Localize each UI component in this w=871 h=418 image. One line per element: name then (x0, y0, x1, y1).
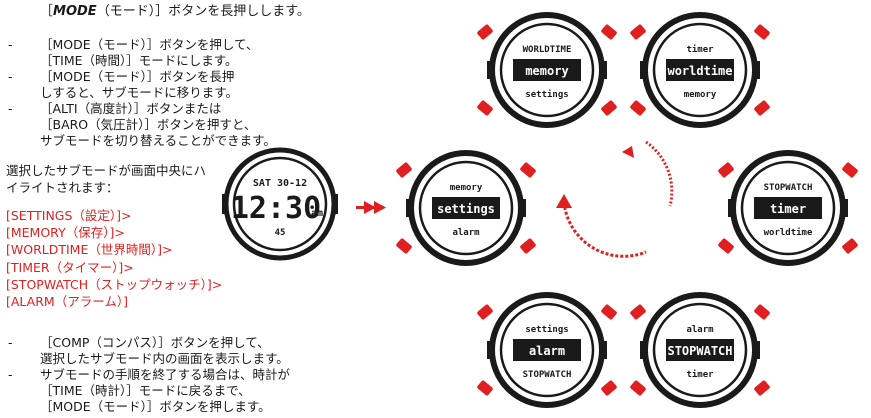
watch-button (601, 304, 617, 320)
watch-button (520, 238, 536, 254)
watch-button (601, 24, 617, 40)
watch-top-label: alarm (686, 325, 714, 335)
list-item: ［MODE（モード）］ボタンを押して、 ［TIME（時間）］モードにします。 (8, 37, 276, 69)
watch-settings: memory settings alarm (396, 150, 536, 266)
watch-selected-label: STOPWATCH (667, 344, 732, 358)
step-list-1: ［MODE（モード）］ボタンを押して、 ［TIME（時間）］モードにします。 ［… (8, 37, 276, 149)
watch-timer: STOPWATCH timer worldtime (718, 150, 858, 266)
watch-top-label: WORLDTIME (523, 45, 572, 55)
watch-button (396, 162, 412, 178)
highlight-bar (666, 59, 734, 81)
watch-selected-label: worldtime (667, 64, 732, 78)
cycle-arrow-lower (562, 201, 647, 258)
watch-selected-label: alarm (529, 344, 565, 358)
watch-selected-label: memory (525, 64, 568, 78)
intro-text: 選択したサブモードが画面中央にハイライトされます： (6, 163, 207, 195)
transition-arrow (356, 201, 386, 214)
submode-item: [SETTINGS（設定）]> (6, 208, 132, 223)
watch-bottom-label: timer (686, 369, 714, 380)
watch-top-label: memory (450, 183, 483, 193)
time-date-text: SAT 30-12 (253, 178, 307, 189)
submode-item: [ALARM（アラーム）] (6, 294, 128, 310)
watch-button (601, 100, 617, 116)
watch-button (520, 162, 536, 178)
time-seconds-text: 45 (275, 228, 286, 238)
highlight-bar (513, 339, 581, 361)
bracket-open: ［ (40, 4, 54, 19)
highlight-bar (513, 59, 581, 81)
watch-button (630, 304, 646, 320)
cycle-arrow-upper (645, 140, 674, 207)
watch-selected-label: settings (437, 202, 495, 216)
submode-item: [TIMER（タイマー）]> (6, 259, 134, 275)
watch-button (630, 380, 646, 396)
submode-item: [STOPWATCH（ストップウォッチ）]> (6, 276, 223, 292)
time-ampm-text: am (311, 208, 323, 219)
watch-bottom-label: memory (684, 90, 717, 100)
watch-memory: WORLDTIME memory settings (477, 12, 617, 128)
watch-bottom-label: worldtime (764, 227, 813, 238)
highlight-bar (666, 339, 734, 361)
cycle-arrowhead-lower (556, 194, 572, 208)
instruction-heading: ［MODE（モード）］ボタンを長押しします。 (40, 4, 310, 20)
cycle-arrowhead-upper (622, 146, 634, 158)
submode-list: [SETTINGS（設定）]> [MEMORY（保存）]> [WORLDTIME… (6, 207, 222, 310)
watch-button (601, 380, 617, 396)
watch-bottom-label: alarm (452, 228, 480, 238)
highlight-bar (754, 197, 822, 219)
watch-button (754, 100, 770, 116)
time-clock-text: 12:30 (231, 191, 321, 226)
highlight-bar (432, 197, 500, 219)
watch-button (842, 238, 858, 254)
submode-item: [MEMORY（保存）]> (6, 225, 125, 241)
watch-bottom-label: settings (525, 89, 568, 100)
time-mode-watch: SAT 30-12 12:30 am 45 (222, 147, 338, 261)
list-item: サブモードの手順を終了する場合は、時計が ［TIME（時計）］モードに戻るまで、… (8, 367, 290, 415)
watch-button (477, 304, 493, 320)
watch-top-label: STOPWATCH (764, 183, 813, 193)
mode-button-label: MODE (53, 4, 97, 19)
watch-top-label: timer (686, 44, 714, 55)
watch-button (754, 24, 770, 40)
watch-selected-label: timer (770, 202, 806, 216)
list-item: ［MODE（モード）］ボタンを長押 しすると、サブモードに移ります。 (8, 69, 276, 101)
watch-worldtime: timer worldtime memory (630, 12, 770, 128)
step-list-2: ［COMP（コンパス）］ボタンを押して、 選択したサブモード内の画面を表示します… (8, 335, 290, 415)
submode-watches: WORLDTIME memory settings timer worldtime mem… (396, 12, 858, 408)
watch-button (477, 24, 493, 40)
watch-button (477, 100, 493, 116)
submode-item: [WORLDTIME（世界時間）]> (6, 242, 173, 258)
list-item: ［ALTI（高度計）］ボタンまたは ［BARO（気圧計）］ボタンを押すと、 サブ… (8, 101, 276, 149)
watch-button (754, 304, 770, 320)
watch-button (630, 24, 646, 40)
watch-top-label: settings (525, 324, 568, 335)
instruction-heading-rest: （モード）］ボタンを長押しします。 (96, 4, 310, 19)
watch-button (630, 100, 646, 116)
watch-button (842, 162, 858, 178)
list-item: ［COMP（コンパス）］ボタンを押して、 選択したサブモード内の画面を表示します… (8, 335, 290, 367)
watch-button (754, 380, 770, 396)
watch-button (477, 380, 493, 396)
watch-button (718, 162, 734, 178)
watch-button (718, 238, 734, 254)
watch-button (396, 238, 412, 254)
watch-bottom-label: STOPWATCH (523, 370, 572, 380)
